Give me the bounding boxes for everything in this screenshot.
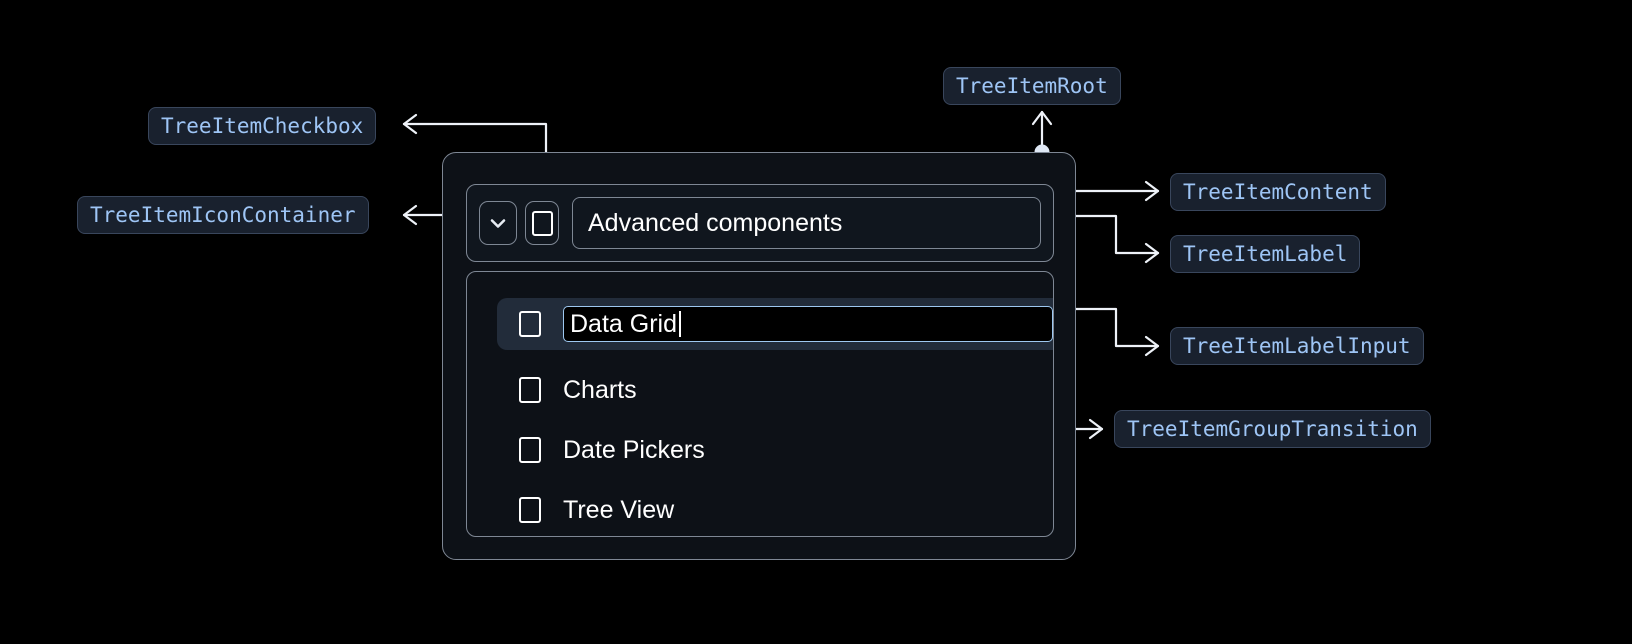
arrowhead-tree-item-content bbox=[1144, 180, 1160, 202]
tree-item-row-charts[interactable]: Charts bbox=[497, 364, 1053, 416]
arrowhead-tree-item-label bbox=[1144, 242, 1160, 264]
tree-item-label: Date Pickers bbox=[563, 435, 705, 464]
annotation-tree-item-root[interactable]: TreeItemRoot bbox=[943, 67, 1121, 105]
tree-item-label[interactable]: Advanced components bbox=[572, 197, 1041, 249]
annotation-tree-item-label-input[interactable]: TreeItemLabelInput bbox=[1170, 327, 1424, 365]
text-caret bbox=[678, 311, 681, 337]
arrowhead-tree-item-label-input bbox=[1144, 335, 1160, 357]
tree-item-root[interactable]: Advanced components Data Grid Charts Dat… bbox=[442, 152, 1076, 560]
tree-item-checkbox[interactable] bbox=[525, 201, 559, 245]
arrowhead-tree-item-root bbox=[1031, 110, 1053, 126]
arrowhead-tree-item-icon-container bbox=[402, 204, 418, 226]
tree-item-checkbox[interactable] bbox=[519, 497, 541, 523]
tree-item-label: Tree View bbox=[563, 495, 675, 524]
tree-item-checkbox[interactable] bbox=[519, 377, 541, 403]
tree-item-row-data-grid[interactable]: Data Grid bbox=[497, 298, 1053, 350]
tree-item-group-transition: Data Grid Charts Date Pickers Tree View bbox=[466, 271, 1054, 537]
annotation-tree-item-icon-container[interactable]: TreeItemIconContainer bbox=[77, 196, 369, 234]
tree-item-icon-container[interactable] bbox=[479, 201, 517, 245]
tree-item-content[interactable]: Advanced components bbox=[466, 184, 1054, 262]
tree-item-label: Charts bbox=[563, 375, 637, 404]
tree-item-checkbox[interactable] bbox=[519, 311, 541, 337]
checkbox-square-icon bbox=[531, 210, 553, 236]
tree-item-row-date-pickers[interactable]: Date Pickers bbox=[497, 424, 1053, 476]
annotation-tree-item-label[interactable]: TreeItemLabel bbox=[1170, 235, 1361, 273]
annotation-tree-item-content[interactable]: TreeItemContent bbox=[1170, 173, 1386, 211]
tree-item-label-input-value: Data Grid bbox=[570, 309, 677, 338]
annotation-tree-item-checkbox[interactable]: TreeItemCheckbox bbox=[148, 107, 377, 145]
arrowhead-tree-item-checkbox bbox=[402, 113, 418, 135]
tree-item-row-tree-view[interactable]: Tree View bbox=[497, 484, 1053, 536]
annotation-tree-item-group-transition[interactable]: TreeItemGroupTransition bbox=[1114, 410, 1431, 448]
tree-item-checkbox[interactable] bbox=[519, 437, 541, 463]
chevron-down-icon bbox=[490, 219, 506, 228]
arrowhead-tree-item-group-transition bbox=[1088, 418, 1104, 440]
tree-item-label-input[interactable]: Data Grid bbox=[563, 306, 1053, 342]
